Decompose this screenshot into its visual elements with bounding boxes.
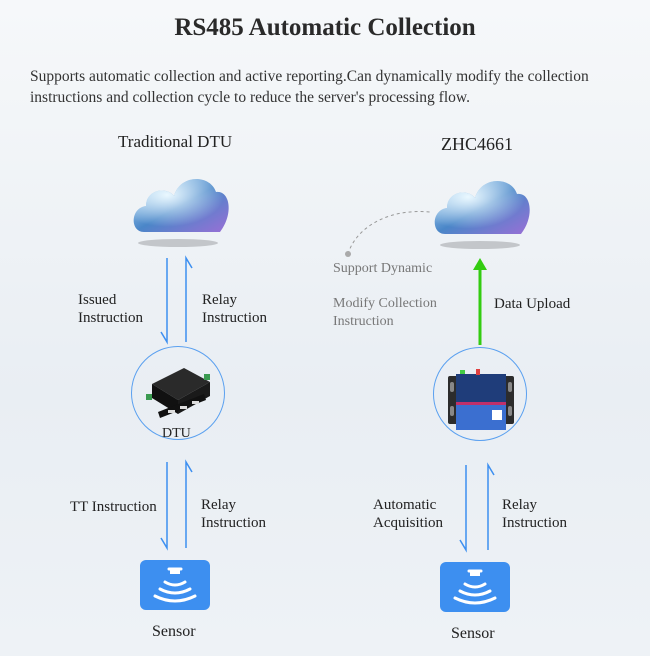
dashed-arc: [347, 211, 431, 255]
description: Supports automatic collection and active…: [30, 68, 589, 106]
cloud-icon: [133, 178, 229, 232]
dtu-ring: [131, 346, 225, 440]
sensor-icon: [440, 562, 510, 612]
label-line: Acquisition: [373, 515, 443, 531]
label-line: Relay: [202, 292, 237, 308]
sensor-label: Sensor: [152, 623, 196, 640]
tt-instruction-label: TT Instruction: [70, 499, 157, 515]
support-dynamic-label: Support Dynamic: [333, 261, 433, 276]
left-arrows-bottom: [160, 459, 193, 551]
label-line: Instruction: [201, 515, 266, 531]
label-line: Issued: [78, 292, 117, 308]
sensor-icon: [140, 560, 210, 610]
zhc4661-heading: ZHC4661: [441, 134, 513, 154]
label-line: Instruction: [333, 314, 394, 329]
cloud-icon: [434, 180, 530, 234]
data-upload-label: Data Upload: [494, 296, 571, 312]
label-line: Modify Collection: [333, 296, 437, 311]
label-line: Instruction: [202, 310, 267, 326]
sensor-label: Sensor: [451, 625, 495, 642]
data-upload-arrow: [473, 258, 487, 345]
arrow-down: [160, 258, 168, 345]
arrow-up: [185, 255, 193, 342]
dtu-label: DTU: [162, 426, 191, 441]
label-line: Relay: [502, 497, 537, 513]
page-title: RS485 Automatic Collection: [174, 14, 476, 41]
traditional-dtu-heading: Traditional DTU: [118, 132, 233, 151]
label-line: Relay: [201, 497, 236, 513]
zhc-ring: [433, 347, 527, 441]
label-line: Automatic: [373, 497, 437, 513]
right-arrows-bottom: [459, 462, 495, 553]
left-arrows-top: [160, 255, 193, 345]
label-line: Instruction: [78, 310, 143, 326]
label-line: Instruction: [502, 515, 567, 531]
